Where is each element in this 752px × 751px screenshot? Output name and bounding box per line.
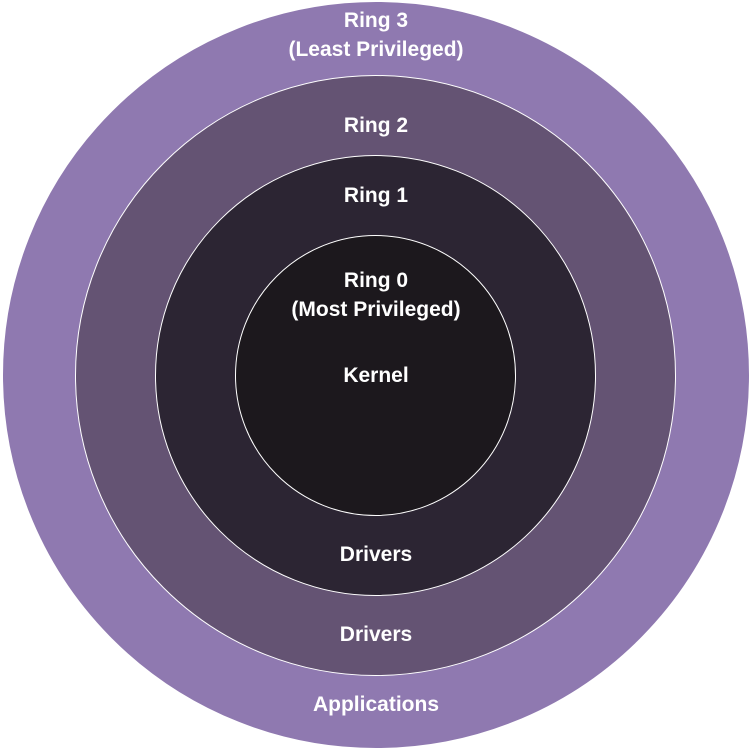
ring-3-title: Ring 3 [343,9,409,32]
ring-0-circle [235,235,516,516]
ring-2-content: Drivers [339,623,413,646]
ring-0-heading: Ring 0 (Most Privileged) [0,266,752,324]
ring-3-subtitle: (Least Privileged) [288,38,464,61]
ring-0-subtitle: (Most Privileged) [291,298,461,321]
ring-3-heading: Ring 3 (Least Privileged) [0,6,752,64]
ring-3-content: Applications [312,693,439,716]
ring-1-content: Drivers [339,543,413,566]
ring-1-title: Ring 1 [343,184,409,207]
ring-2-title: Ring 2 [343,114,409,137]
ring-0-content: Kernel [343,364,409,387]
ring-0-title: Ring 0 [343,269,409,292]
